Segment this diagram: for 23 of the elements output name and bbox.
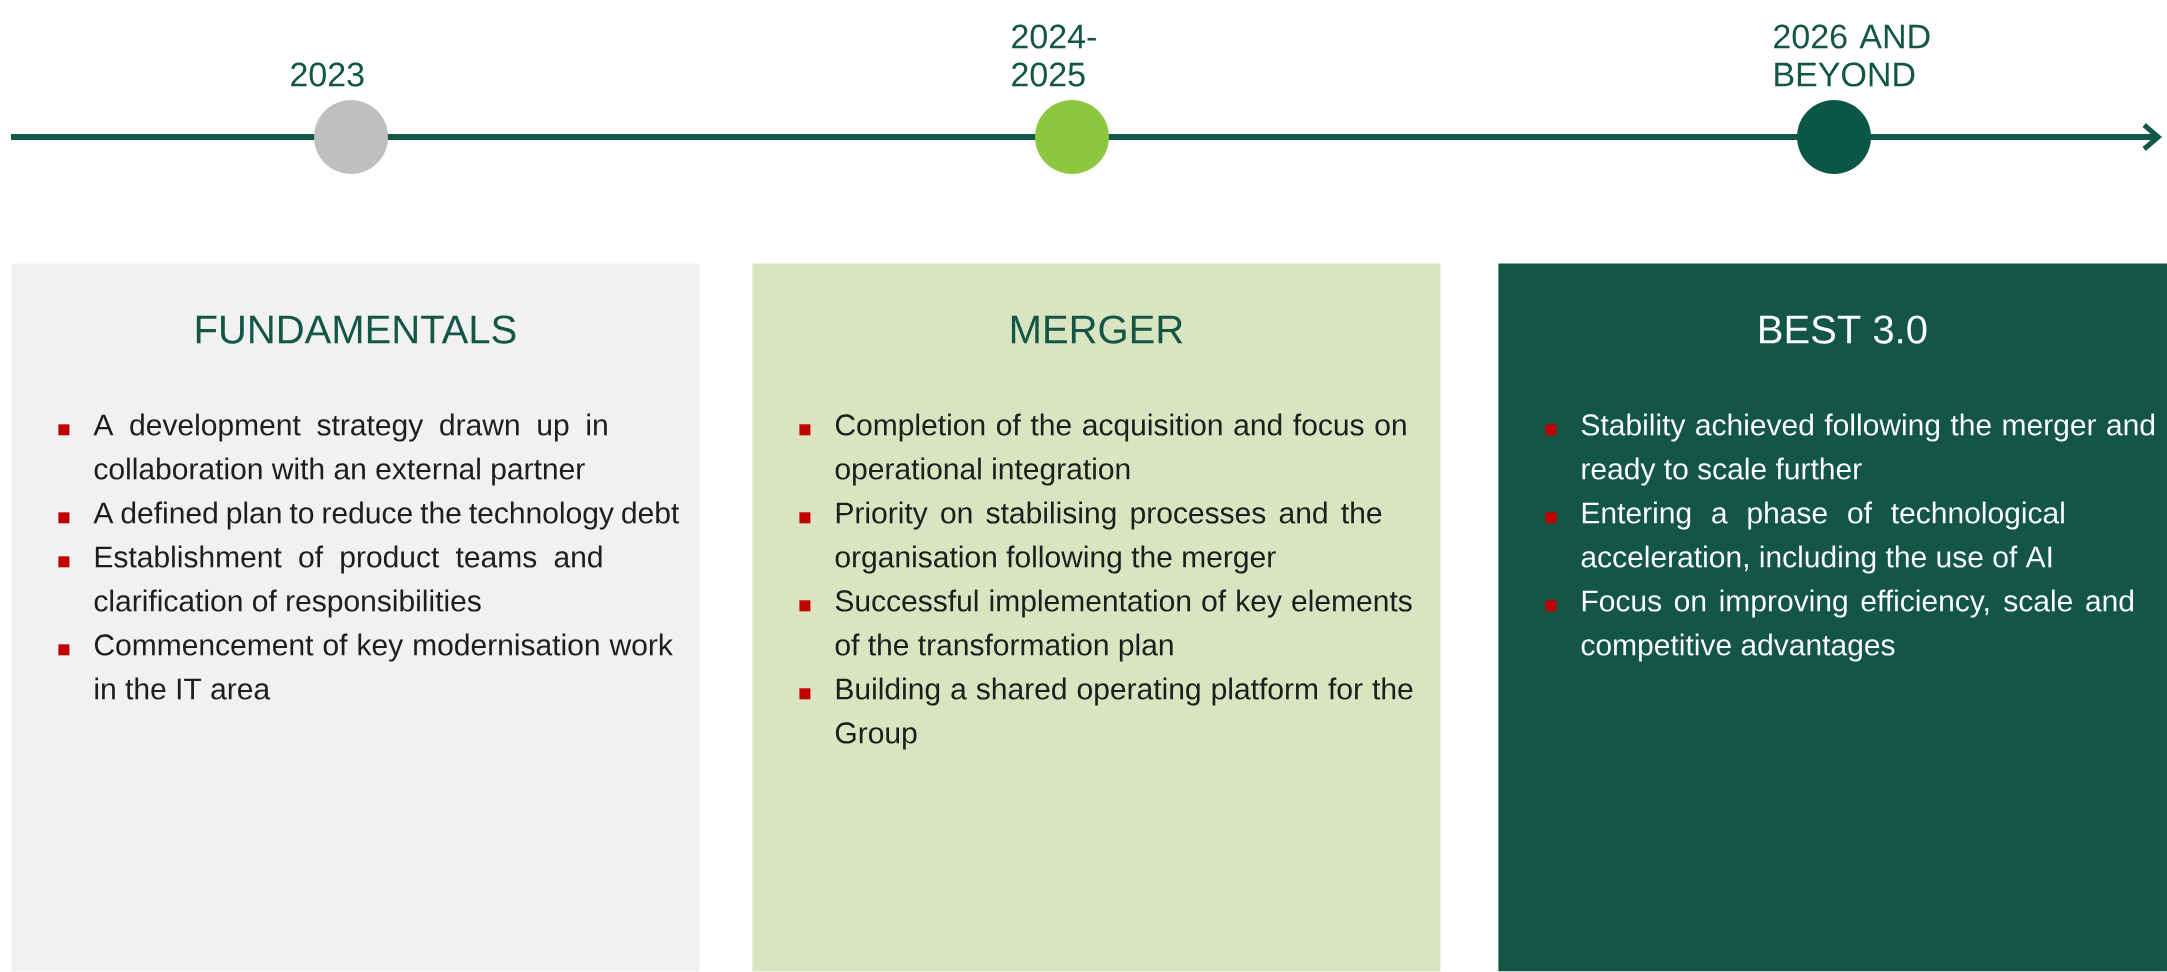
bullet-point: Successful implementation of key elements of the transformation plan: [799, 589, 1412, 662]
milestone-dot: [314, 100, 388, 174]
panel-heading: MERGER: [1011, 315, 1183, 344]
bullet-point: Establishment of product teams and clarification of responsibilities: [58, 545, 602, 618]
bullet-point: Commencement of key modernisation work in the IT area: [58, 633, 673, 700]
phase-panel: [11, 263, 700, 972]
panel-heading: BEST 3.0: [1760, 315, 1927, 344]
year-label: 2024-2025: [1012, 24, 1096, 87]
bullet-point: Stability achieved following the merger and ready to scale further: [1545, 413, 2155, 486]
bullet-point: Completion of the acquisition and focus on operational integration: [799, 413, 1406, 486]
year-label: 2023: [291, 62, 364, 87]
bullet-point: A defined plan to reduce the technology debt: [58, 501, 680, 530]
bullet-point: Focus on improving efficiency, scale and competitive advantages: [1545, 589, 2134, 662]
bullet-point: Priority on stabilising processes and the organisation following the merger: [799, 501, 1382, 574]
year-label: 2026 AND BEYOND: [1774, 24, 1930, 87]
bullet-point: Building a shared operating platform for the Group: [799, 677, 1413, 750]
bullet-point: Entering a phase of technological acceleration, including the use of AI: [1545, 501, 2064, 574]
milestone-dot: [1797, 100, 1871, 174]
milestone-dot: [1035, 100, 1109, 174]
panel-heading: FUNDAMENTALS: [196, 315, 516, 344]
phase-panel: [1498, 263, 2167, 972]
phase-panel: [752, 263, 1441, 972]
bullet-point: A development strategy drawn up in collaboration with an external partner: [58, 413, 607, 486]
